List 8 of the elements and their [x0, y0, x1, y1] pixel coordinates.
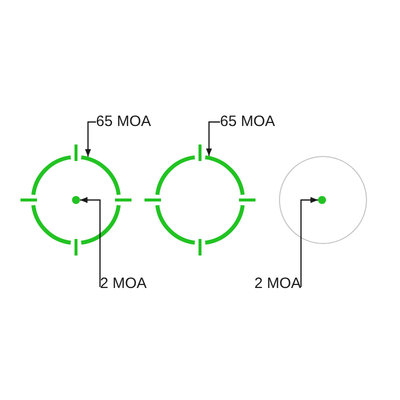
- measurement-label: 2 MOA: [100, 275, 147, 293]
- measurement-label: 65 MOA: [220, 113, 276, 131]
- measurement-label: 2 MOA: [254, 275, 301, 293]
- leader-line: [300, 197, 318, 287]
- leader-line: [80, 197, 101, 287]
- measurement-label: 65 MOA: [96, 113, 152, 131]
- leader-line: [206, 121, 220, 156]
- leader-line: [85, 121, 96, 157]
